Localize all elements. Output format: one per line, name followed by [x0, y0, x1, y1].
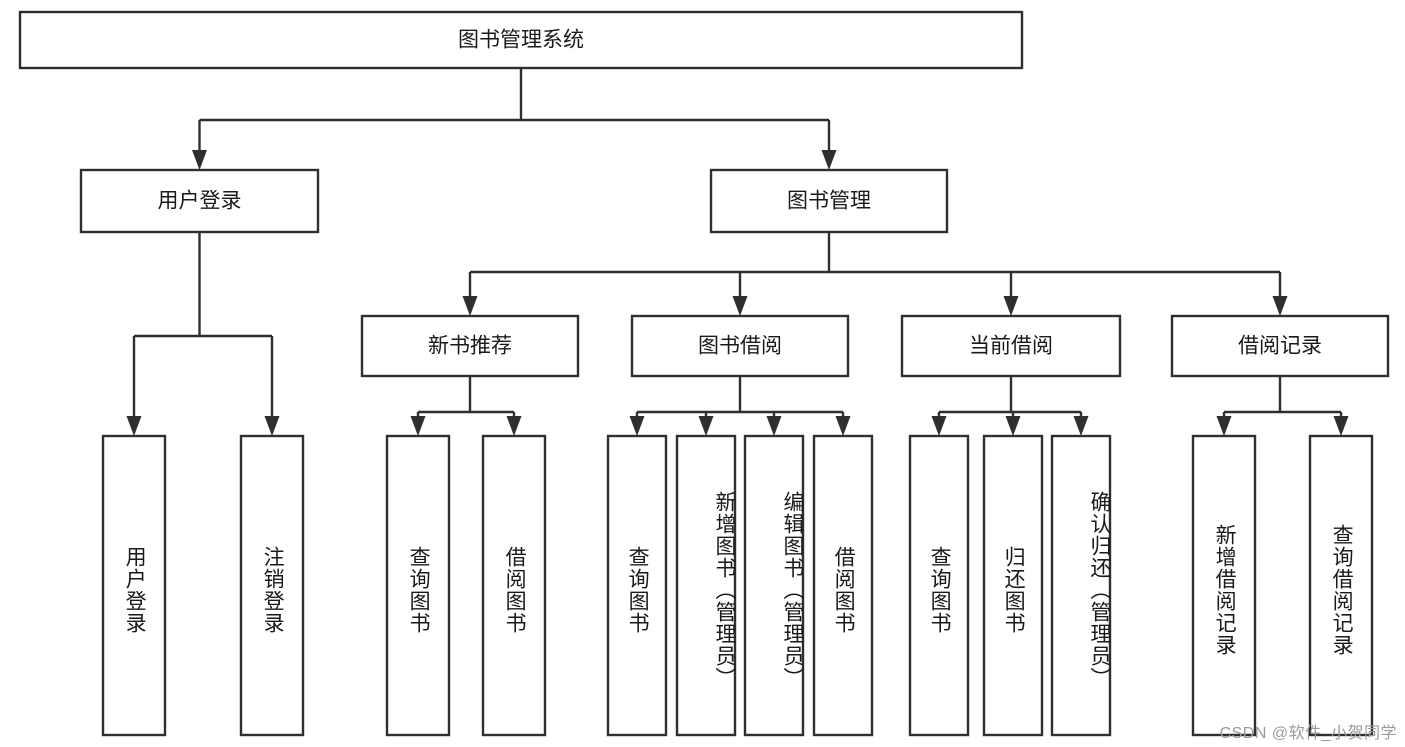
node-box-user-login[interactable]	[79, 168, 320, 234]
node-box-leaf-borrow-book-2[interactable]	[812, 434, 874, 737]
arrow-head	[192, 150, 207, 170]
arrow-head	[1333, 416, 1349, 436]
arrow-head	[410, 416, 426, 436]
node-box-leaf-query-book-3[interactable]	[908, 434, 970, 737]
watermark-text: CSDN @软件_小贺同学	[1219, 725, 1397, 742]
node-boxes	[18, 10, 1390, 737]
node-label-book-borrow: 图书借阅	[698, 335, 782, 358]
node-box-leaf-add-book[interactable]	[675, 434, 737, 737]
arrow-head	[1005, 416, 1021, 436]
node-label-new-book-recommend: 新书推荐	[428, 335, 512, 358]
arrow-head	[1073, 416, 1089, 436]
arrow-head	[126, 416, 142, 436]
node-box-leaf-borrow-book-1[interactable]	[481, 434, 547, 737]
node-box-leaf-query-record[interactable]	[1308, 434, 1374, 737]
arrow-head	[264, 416, 280, 436]
node-box-new-book-recommend[interactable]	[360, 314, 580, 378]
node-label-borrow-record: 借阅记录	[1238, 335, 1322, 358]
node-label-current-borrow: 当前借阅	[969, 335, 1053, 358]
node-box-leaf-confirm-return[interactable]	[1050, 434, 1112, 737]
arrow-head	[698, 416, 714, 436]
arrow-head	[766, 416, 782, 436]
node-label-root: 图书管理系统	[458, 29, 584, 52]
node-box-leaf-edit-book[interactable]	[743, 434, 805, 737]
node-label-user-login: 用户登录	[158, 190, 242, 213]
node-box-leaf-query-book-2[interactable]	[606, 434, 668, 737]
arrow-head	[1216, 416, 1232, 436]
arrow-head	[1003, 296, 1019, 316]
arrow-head	[462, 296, 478, 316]
arrow-head	[1272, 296, 1288, 316]
node-box-book-management[interactable]	[709, 168, 949, 234]
arrow-head	[506, 416, 522, 436]
node-box-current-borrow[interactable]	[900, 314, 1122, 378]
node-box-leaf-add-record[interactable]	[1191, 434, 1257, 737]
node-box-leaf-logout[interactable]	[239, 434, 305, 737]
node-box-root[interactable]	[18, 10, 1024, 70]
arrow-head	[835, 416, 851, 436]
arrow-head	[732, 296, 748, 316]
arrow-head	[629, 416, 645, 436]
arrow-head	[821, 150, 837, 170]
node-box-book-borrow[interactable]	[630, 314, 850, 378]
node-label-book-management: 图书管理	[787, 190, 871, 213]
node-box-leaf-return-book[interactable]	[982, 434, 1044, 737]
connector-lines	[126, 68, 1349, 436]
node-box-leaf-user-login[interactable]	[101, 434, 167, 737]
arrow-head	[931, 416, 947, 436]
node-box-borrow-record[interactable]	[1170, 314, 1390, 378]
node-box-leaf-query-book-1[interactable]	[385, 434, 451, 737]
